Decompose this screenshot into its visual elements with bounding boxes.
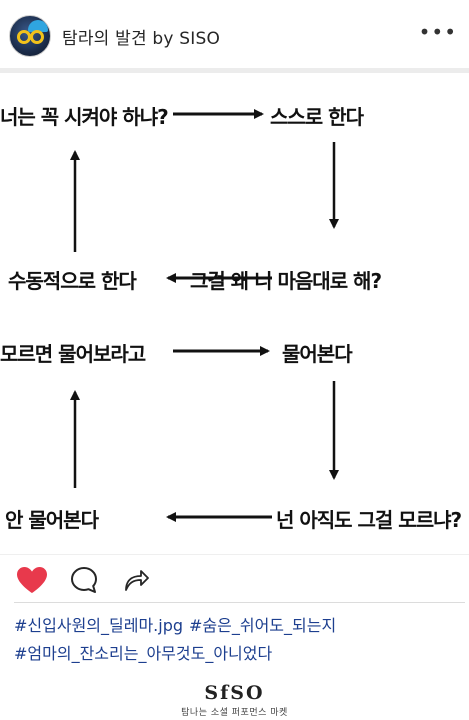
- node-why-your-own-way: 그걸 왜 니 마음대로 해?: [190, 269, 382, 293]
- post-caption-hashtags: #신입사원의_딜레마.jpg #숨은_쉬어도_되는지 #엄마의_잔소리는_아무것도…: [14, 612, 459, 668]
- post-image-diagram[interactable]: 너는 꼭 시켜야 하냐? 스스로 한다 그걸 왜 니 마음대로 해? 수동적으로…: [0, 74, 469, 554]
- brand-footer: SfSO 탐나는 소셜 퍼포먼스 마켓: [0, 682, 469, 718]
- actions-divider: [14, 602, 465, 603]
- node-dont-ask: 안 물어본다: [5, 508, 99, 532]
- brand-logo: SfSO: [204, 682, 265, 704]
- heart-icon[interactable]: [16, 566, 48, 594]
- brand-tagline: 탐나는 소셜 퍼포먼스 마켓: [181, 708, 288, 718]
- node-do-it-yourself: 스스로 한다: [270, 105, 364, 129]
- node-should-i-be-told: 너는 꼭 시켜야 하냐?: [0, 105, 169, 129]
- hashtag-line: #신입사원의_딜레마.jpg #숨은_쉬어도_되는지: [14, 612, 459, 640]
- avatar-eye-shape: [17, 30, 31, 44]
- hashtag-link[interactable]: #신입사원의_딜레마.jpg: [14, 616, 184, 635]
- node-ask-if-unknown: 모르면 물어보라고: [0, 342, 146, 366]
- hashtag-link[interactable]: #엄마의_잔소리는_아무것도_아니었다: [14, 644, 273, 663]
- node-still-dont-know: 넌 아직도 그걸 모르냐?: [276, 508, 462, 532]
- avatar-eye-shape: [30, 30, 44, 44]
- hashtag-link[interactable]: #숨은_쉬어도_되는지: [189, 616, 337, 635]
- header-divider: [0, 68, 469, 73]
- diagram-arrows: [70, 109, 339, 522]
- avatar-cap-shape: [28, 20, 48, 32]
- node-do-passively: 수동적으로 한다: [8, 269, 137, 293]
- post-header: 탐라의 발견 by SISO •••: [0, 0, 469, 70]
- node-ask: 물어본다: [282, 342, 353, 366]
- account-name[interactable]: 탐라의 발견 by SISO: [62, 29, 221, 49]
- image-bottom-divider: [0, 554, 469, 555]
- avatar[interactable]: [9, 15, 51, 57]
- hashtag-line: #엄마의_잔소리는_아무것도_아니었다: [14, 640, 459, 668]
- share-icon[interactable]: [122, 566, 150, 594]
- more-options-icon[interactable]: •••: [418, 20, 457, 44]
- comment-icon[interactable]: [70, 566, 98, 594]
